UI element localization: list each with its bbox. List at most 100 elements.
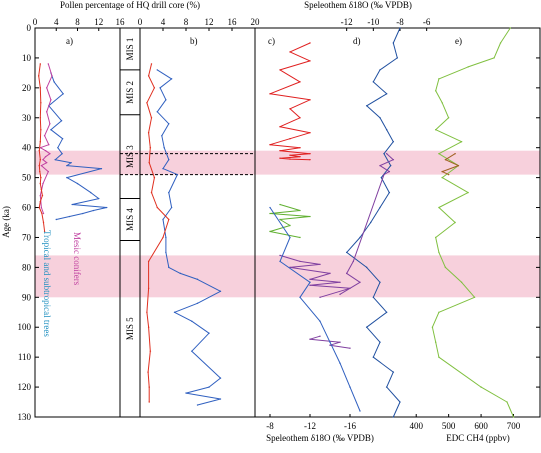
data-point [165, 236, 167, 239]
series-line-e-1 [431, 27, 514, 418]
data-point [147, 371, 149, 373]
data-point [438, 206, 440, 209]
data-point [45, 161, 48, 164]
data-point [329, 341, 331, 343]
data-point [185, 392, 187, 394]
data-point [148, 401, 150, 403]
data-point [352, 260, 355, 263]
series-line-c-5 [269, 207, 361, 412]
data-point [447, 173, 450, 176]
y-axis-title: Age (ka) [1, 206, 11, 238]
data-point [62, 93, 64, 95]
data-point [196, 302, 199, 304]
data-point [438, 152, 440, 155]
data-point [42, 212, 45, 215]
data-point [54, 158, 56, 161]
data-point [41, 194, 44, 197]
data-point [499, 42, 502, 44]
data-point [289, 224, 291, 227]
data-point [365, 105, 368, 107]
data-point [208, 386, 210, 388]
data-point [299, 209, 301, 212]
data-point [299, 155, 301, 158]
x-tick-label: 16 [116, 17, 126, 27]
data-point [49, 123, 51, 125]
data-point [90, 191, 92, 194]
panel-label-c: c) [268, 36, 275, 46]
data-point [392, 42, 395, 44]
data-point [41, 212, 43, 215]
data-point [441, 102, 443, 104]
data-point [168, 218, 170, 221]
data-point [279, 203, 281, 206]
data-point [385, 152, 388, 155]
data-point [150, 117, 153, 119]
data-point [57, 146, 59, 149]
data-point [50, 99, 52, 101]
data-point [51, 75, 53, 77]
data-point [279, 260, 281, 263]
data-point [44, 155, 47, 158]
x-tick-label: -12 [341, 17, 353, 27]
y-tick-label: 20 [22, 83, 32, 93]
series-label-conifers: Mesic conifers [72, 232, 82, 286]
data-point [444, 266, 447, 269]
x-tick-label: 700 [507, 421, 521, 431]
data-point [179, 272, 181, 275]
data-point [399, 27, 401, 29]
series-line-c-3 [279, 254, 351, 298]
x-tick-label: 16 [228, 17, 238, 27]
data-point [47, 63, 49, 65]
series-line-c-1 [269, 42, 311, 161]
data-point [309, 152, 311, 155]
data-point [383, 152, 385, 155]
x-tick-label: -8 [396, 17, 404, 27]
data-point [509, 27, 511, 29]
data-point [39, 194, 42, 197]
data-point [219, 377, 222, 379]
x-axis-title-speleothem-top: Speleothem δ18O (‰ VPDB) [304, 0, 412, 10]
data-point [40, 164, 43, 167]
x-tick-label: 0 [33, 17, 38, 27]
x-tick-label: 12 [94, 17, 103, 27]
mis-label: MIS 4 [125, 208, 135, 231]
data-point [40, 206, 43, 209]
data-point [147, 326, 150, 328]
highlight-band-1 [35, 150, 540, 175]
data-point [153, 87, 156, 89]
data-point [460, 281, 463, 284]
data-point [392, 158, 395, 161]
data-point [49, 152, 51, 155]
y-tick-label: 90 [22, 292, 32, 302]
data-point [399, 401, 401, 403]
panel-a-series [38, 63, 108, 233]
data-point [50, 129, 52, 131]
data-point [438, 251, 440, 254]
y-tick-label: 30 [22, 113, 32, 123]
data-point [39, 87, 42, 89]
data-point [106, 206, 108, 209]
data-point [385, 129, 388, 131]
x-tick-label: 20 [251, 17, 261, 27]
data-point [329, 344, 331, 346]
data-point [55, 218, 57, 221]
data-point [156, 111, 158, 113]
data-point [219, 398, 222, 400]
data-point [45, 87, 48, 89]
x-tick-label: 8 [75, 17, 80, 27]
data-point [269, 206, 271, 209]
data-point [309, 42, 311, 44]
data-point [385, 386, 388, 388]
data-point [60, 120, 63, 122]
data-point [365, 266, 368, 269]
x-tick-label: -8 [266, 421, 274, 431]
series-label-trees: Tropical and subtropical trees [42, 230, 52, 337]
data-point [379, 69, 381, 71]
data-point [385, 93, 388, 95]
x-tick-label: 8 [184, 17, 189, 27]
data-point [66, 164, 68, 167]
data-point [149, 146, 152, 149]
data-point [345, 251, 348, 254]
data-point [269, 212, 271, 215]
